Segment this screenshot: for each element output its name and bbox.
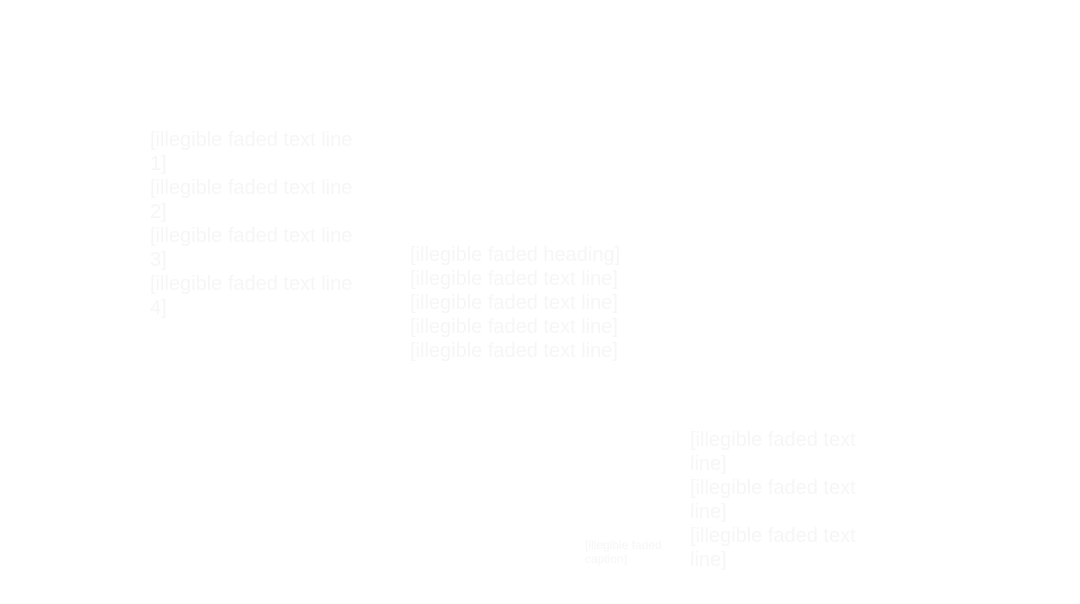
- faded-text-block-bottom-right: [illegible faded text line] [illegible f…: [690, 429, 856, 571]
- faded-caption: [illegible faded caption]: [585, 538, 662, 566]
- faded-text-block-top-left: [illegible faded text line 1] [illegible…: [150, 129, 353, 319]
- faded-text-block-center: [illegible faded heading] [illegible fad…: [410, 244, 621, 362]
